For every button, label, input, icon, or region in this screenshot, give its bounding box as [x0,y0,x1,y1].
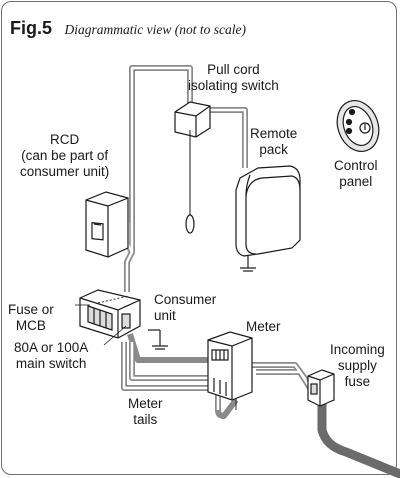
consumer-unit [75,289,168,350]
label-control-panel: Control panel [334,158,378,189]
figure-caption: Diagrammatic view (not to scale) [64,22,246,37]
label-consumer-unit: Consumer unit [154,292,217,323]
pull-cord-switch [174,101,211,234]
label-pull-cord-switch: Pull cord isolating switch [188,62,279,93]
meter-unit [207,331,253,410]
main-switch-pointer [103,325,127,346]
figure-label: Fig.5 [10,18,53,38]
label-remote-pack: Remote pack [250,126,298,157]
label-rcd: RCD (can be part of consumer unit) [20,132,110,179]
label-incoming-supply-fuse: Incoming supply fuse [330,342,385,389]
rcd-unit [85,191,129,258]
label-fuse-or-mcb: Fuse or MCB [8,302,54,333]
figure-header: Fig.5 Diagrammatic view (not to scale) [10,18,246,39]
label-main-switch: 80A or 100A main switch [14,340,89,371]
remote-pack-unit [235,165,301,272]
label-meter-tails: Meter tails [128,396,163,427]
fuse-dots [97,295,129,304]
pull-cord-handle [185,214,195,234]
incoming-supply-cable [317,399,400,478]
main-switch-body [121,313,131,329]
supply-fuse-unit [307,369,335,407]
control-panel-unit [336,100,380,152]
label-meter: Meter [246,319,281,334]
cable-cu-to-meter [127,333,212,363]
cable-rcd-to-pull-switch [125,65,193,255]
rcd-display [91,222,104,241]
cable-pull-switch-to-remote-pack [208,107,248,168]
